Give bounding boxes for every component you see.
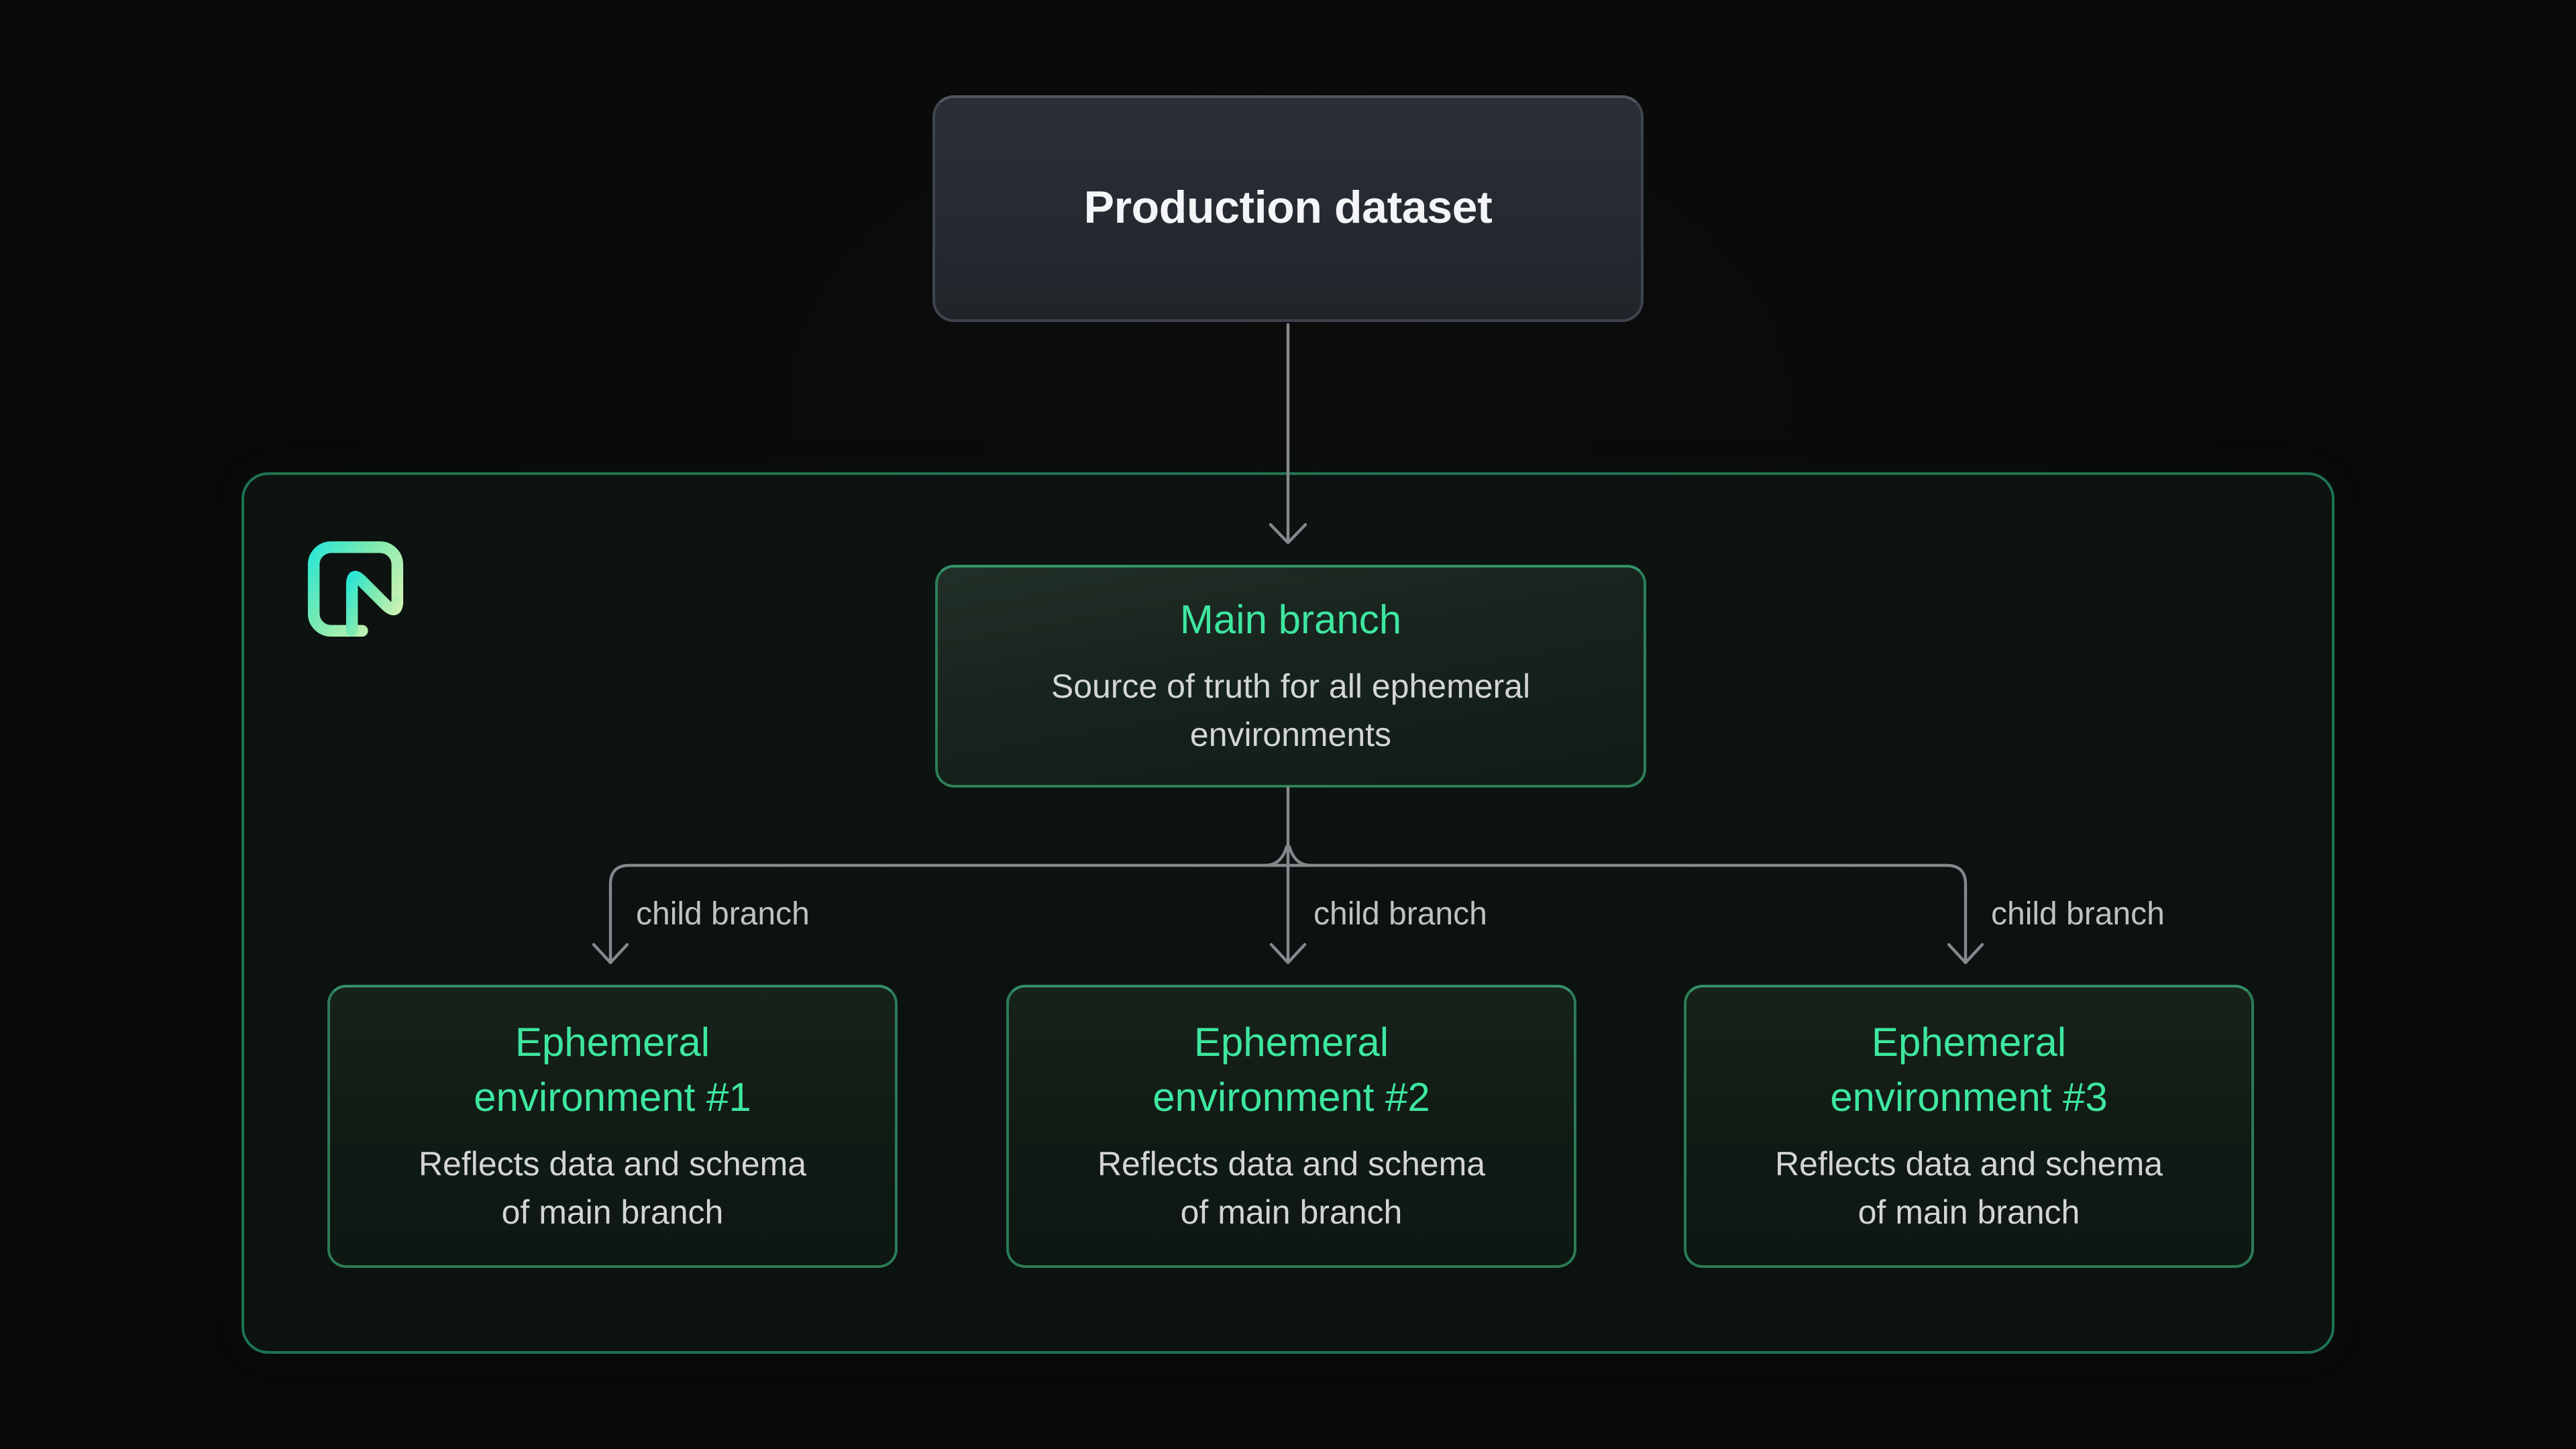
ephemeral-environment-1-node: Ephemeral environment #1 Reflects data a… [327,985,898,1268]
ephemeral-environment-1-title: Ephemeral environment #1 [474,1020,751,1120]
neon-branching-container: Main branch Source of truth for all ephe… [241,472,2334,1354]
ephemeral-environment-1-subtitle: Reflects data and schema of main branch [418,1146,807,1232]
ephemeral-environment-3-node: Ephemeral environment #3 Reflects data a… [1684,985,2254,1268]
child-branch-label-1: child branch [636,896,810,932]
ephemeral-environment-3-subtitle: Reflects data and schema of main branch [1774,1146,2163,1232]
neon-logo-icon [307,541,404,637]
main-branch-node: Main branch Source of truth for all ephe… [935,565,1646,788]
main-branch-title: Main branch [1179,598,1402,643]
child-branch-label-2: child branch [1313,896,1487,932]
production-dataset-title: Production dataset [1083,182,1493,233]
ephemeral-environment-2-subtitle: Reflects data and schema of main branch [1097,1146,1486,1232]
ephemeral-environment-3-title: Ephemeral environment #3 [1830,1020,2108,1120]
main-branch-subtitle: Source of truth for all ephemeral enviro… [1051,668,1531,755]
production-dataset-node: Production dataset [932,95,1644,322]
child-branch-label-3: child branch [1991,896,2165,932]
ephemeral-environment-2-node: Ephemeral environment #2 Reflects data a… [1006,985,1576,1268]
ephemeral-environment-2-title: Ephemeral environment #2 [1152,1020,1430,1120]
